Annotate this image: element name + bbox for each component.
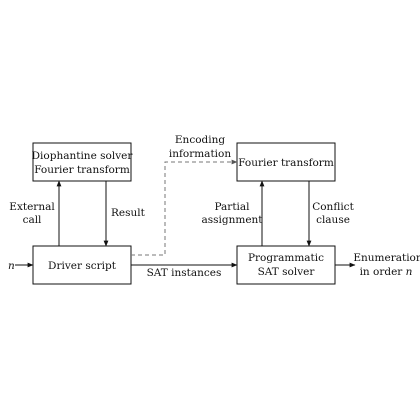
output-line1: Enumeration: [353, 252, 420, 264]
encoding-line2: information: [169, 148, 231, 160]
external-call-line1: External: [9, 201, 55, 213]
diophantine-line2: Fourier transform: [34, 164, 130, 176]
encoding-dashed-arrow: [131, 159, 238, 256]
conflict-clause-line2: clause: [316, 214, 350, 226]
sat-solver-node: Programmatic SAT solver: [236, 245, 336, 285]
driver-script-label: Driver script: [48, 260, 117, 272]
external-call-line2: call: [23, 214, 42, 226]
input-n-label: n: [8, 260, 15, 272]
output-line2: in order n: [360, 266, 413, 278]
driver-script-node: Driver script: [32, 245, 132, 285]
partial-assignment-line1: Partial: [214, 201, 250, 213]
fourier-transform-label: Fourier transform: [238, 157, 334, 169]
partial-assignment-line2: assignment: [201, 214, 263, 226]
diophantine-solver-node: Diophantine solver Fourier transform: [32, 142, 134, 182]
diophantine-line1: Diophantine solver: [32, 150, 134, 162]
sat-instances-label: SAT instances: [147, 267, 222, 279]
encoding-line1: Encoding: [175, 134, 225, 146]
output-line2-var: n: [406, 266, 413, 278]
sat-solver-line1: Programmatic: [248, 252, 324, 264]
fourier-transform-node: Fourier transform: [236, 142, 336, 182]
output-line2-prefix: in order: [360, 266, 406, 278]
sat-solver-line2: SAT solver: [258, 266, 316, 278]
result-label: Result: [111, 207, 146, 219]
conflict-clause-line1: Conflict: [312, 201, 354, 213]
